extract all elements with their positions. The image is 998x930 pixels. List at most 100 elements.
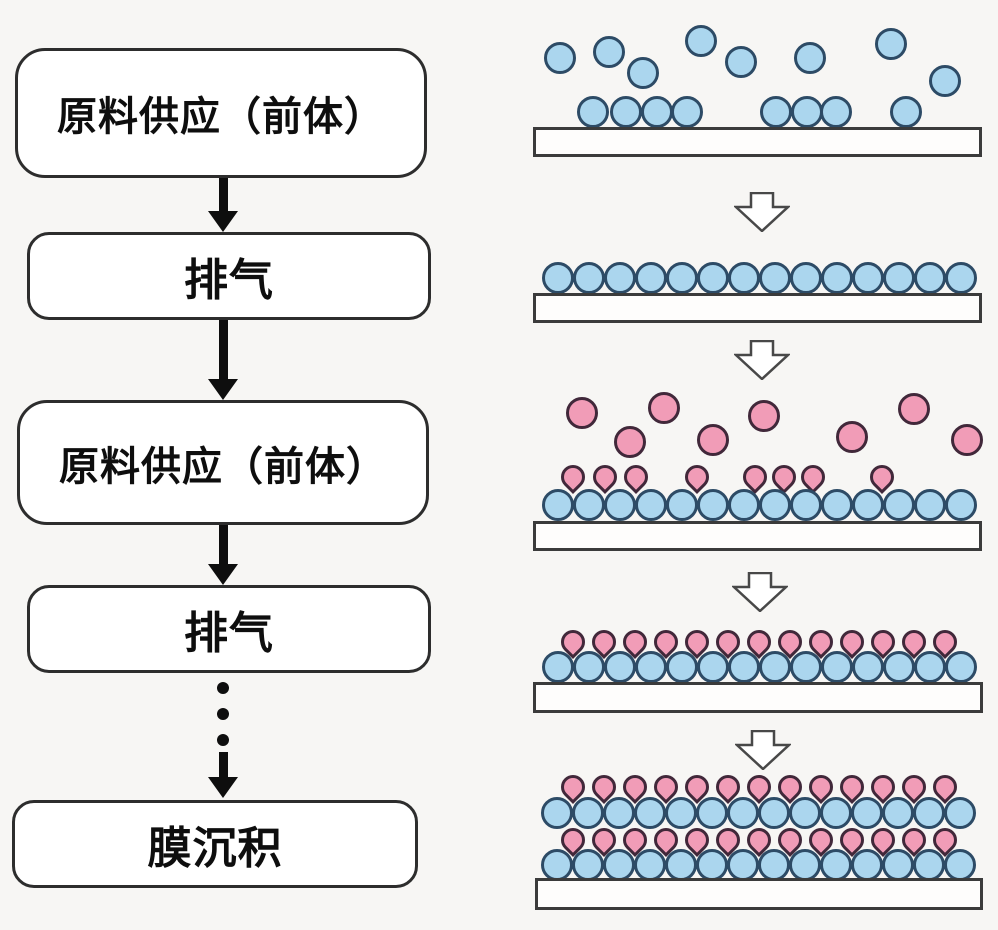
particle-blue-icon (821, 489, 853, 521)
particle-blue-icon (882, 849, 914, 881)
particle-blue-icon (604, 262, 636, 294)
particle-blue-icon (883, 489, 915, 521)
particle-blue-icon (641, 96, 673, 128)
particle-blue-icon (727, 797, 759, 829)
particle-pink-icon (898, 393, 930, 425)
substrate-bar (535, 878, 983, 910)
particle-pink-icon (648, 392, 680, 424)
particle-blue-icon (882, 797, 914, 829)
substrate-bar (533, 293, 982, 323)
particle-blue-icon (852, 489, 884, 521)
particle-blue-icon (789, 797, 821, 829)
particle-blue-icon (572, 797, 604, 829)
particle-blue-icon (929, 65, 961, 97)
particle-blue-icon (790, 489, 822, 521)
flow-step-label: 原料供应（前体） (59, 444, 387, 489)
particle-blue-icon (821, 262, 853, 294)
particle-blue-icon (727, 849, 759, 881)
flow-step-purge-2: 排气 (27, 585, 431, 673)
particle-blue-icon (627, 57, 659, 89)
flow-arrow-2 (208, 320, 238, 400)
substrate-bar (533, 127, 982, 157)
particle-blue-icon (666, 489, 698, 521)
particle-blue-icon (696, 797, 728, 829)
particle-blue-icon (759, 489, 791, 521)
particle-blue-icon (760, 96, 792, 128)
particle-pink-icon (951, 424, 983, 456)
flow-arrow-stem (218, 752, 228, 777)
particle-blue-icon (944, 797, 976, 829)
flow-arrow-head (208, 564, 238, 585)
flow-step-precursor-supply-1: 原料供应（前体） (15, 48, 427, 178)
flow-step-film-deposition: 膜沉积 (12, 800, 418, 888)
particle-blue-icon (913, 849, 945, 881)
particle-blue-icon (542, 262, 574, 294)
particle-blue-icon (542, 651, 574, 683)
particle-blue-icon (758, 797, 790, 829)
particle-blue-icon (890, 96, 922, 128)
particle-blue-icon (604, 651, 636, 683)
particle-pink-icon (748, 400, 780, 432)
particle-blue-icon (758, 849, 790, 881)
particle-blue-icon (697, 262, 729, 294)
particle-blue-icon (665, 849, 697, 881)
particle-pink-icon (697, 424, 729, 456)
particle-blue-icon (610, 96, 642, 128)
particle-blue-icon (914, 489, 946, 521)
dotted-connector-dot (217, 682, 229, 694)
particle-blue-icon (665, 797, 697, 829)
flow-step-label: 排气 (184, 609, 274, 658)
particle-blue-icon (666, 262, 698, 294)
particle-blue-icon (851, 797, 883, 829)
particle-blue-icon (728, 262, 760, 294)
substrate-bar (533, 682, 983, 713)
particle-blue-icon (875, 28, 907, 60)
particle-blue-icon (635, 651, 667, 683)
flow-step-label: 膜沉积 (147, 824, 283, 873)
flow-step-label: 排气 (184, 256, 274, 305)
particle-blue-icon (541, 849, 573, 881)
particle-blue-icon (944, 849, 976, 881)
particle-blue-icon (790, 651, 822, 683)
particle-blue-icon (671, 96, 703, 128)
particle-blue-icon (883, 651, 915, 683)
particle-blue-icon (685, 25, 717, 57)
particle-blue-icon (573, 489, 605, 521)
particle-blue-icon (572, 849, 604, 881)
particle-blue-icon (634, 849, 666, 881)
particle-blue-icon (697, 489, 729, 521)
down-arrow-icon (733, 729, 793, 771)
flow-arrow-3 (208, 525, 238, 585)
particle-blue-icon (852, 651, 884, 683)
flow-step-purge-1: 排气 (27, 232, 431, 320)
particle-blue-icon (851, 849, 883, 881)
flow-arrow-stem (218, 178, 228, 211)
particle-blue-icon (759, 262, 791, 294)
particle-blue-icon (759, 651, 791, 683)
flow-arrow-head (208, 777, 238, 798)
particle-blue-icon (604, 489, 636, 521)
particle-blue-icon (635, 489, 667, 521)
particle-blue-icon (728, 489, 760, 521)
down-arrow-icon (730, 571, 790, 613)
particle-blue-icon (697, 651, 729, 683)
particle-blue-icon (945, 651, 977, 683)
particle-pink-icon (836, 421, 868, 453)
particle-blue-icon (820, 849, 852, 881)
particle-blue-icon (603, 797, 635, 829)
flow-arrow-stem (218, 320, 228, 379)
down-arrow-icon (732, 339, 792, 381)
particle-blue-icon (794, 42, 826, 74)
particle-blue-icon (573, 262, 605, 294)
particle-blue-icon (542, 489, 574, 521)
particle-blue-icon (603, 849, 635, 881)
flow-step-precursor-supply-2: 原料供应（前体） (17, 400, 429, 525)
particle-blue-icon (593, 36, 625, 68)
particle-blue-icon (913, 797, 945, 829)
particle-blue-icon (635, 262, 667, 294)
flow-step-label: 原料供应（前体） (57, 95, 385, 139)
flow-arrow-4 (208, 752, 238, 798)
particle-blue-icon (883, 262, 915, 294)
particle-blue-icon (666, 651, 698, 683)
